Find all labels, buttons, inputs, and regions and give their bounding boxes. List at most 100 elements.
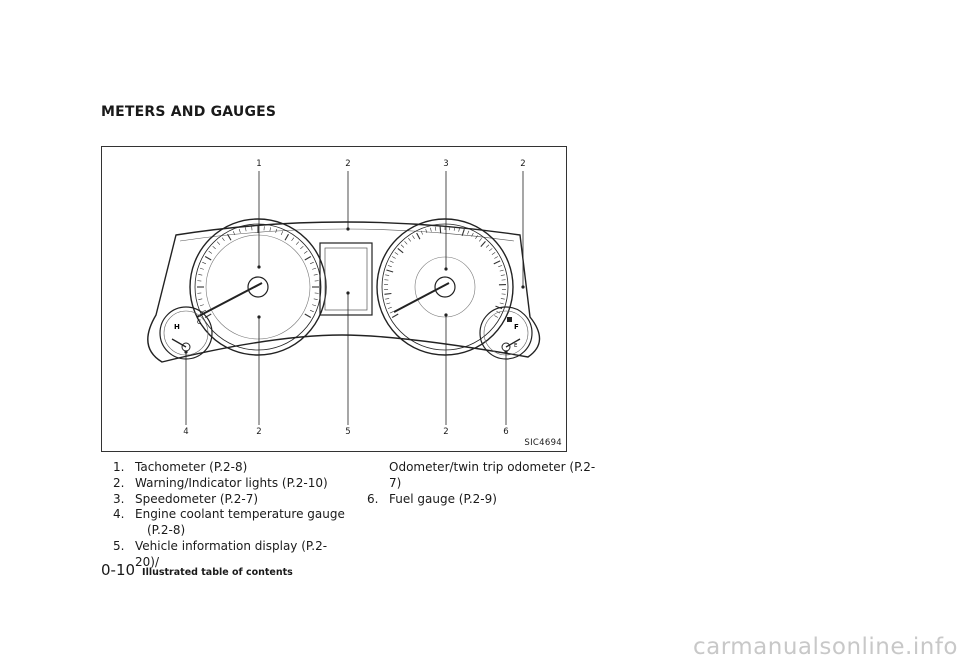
watermark: carmanualsonline.info: [692, 634, 958, 660]
list-item: 4.Engine coolant temperature gauge(P.2-8…: [113, 507, 345, 538]
tachometer-gauge: [189, 218, 327, 356]
gauge-tick: [491, 252, 496, 255]
gauge-tick: [385, 298, 390, 300]
fuel-empty-label: E: [514, 343, 518, 349]
figure-code: SIC4694: [524, 438, 562, 448]
gauge-tick: [386, 302, 391, 305]
gauge-tick: [304, 256, 312, 261]
gauge-tick: [397, 247, 404, 254]
gauge-tick: [303, 250, 308, 254]
gauge-tick: [384, 292, 392, 295]
gauge-tick: [495, 305, 503, 310]
gauge-tick: [300, 245, 304, 250]
gauge-tick: [471, 232, 474, 237]
gauge-tick: [439, 226, 442, 234]
gauge-tick: [494, 256, 498, 259]
callout-leader-lines: [185, 171, 524, 425]
fuel-full-label: F: [514, 323, 519, 331]
legend-list-right: Odometer/twin trip odometer (P.2-7) 6.Fu…: [360, 460, 600, 507]
gauge-tick: [204, 256, 212, 261]
gauge-tick: [227, 233, 232, 241]
section-heading: METERS AND GAUGES: [101, 104, 277, 120]
gauge-tick: [494, 315, 498, 318]
gauge-tick: [284, 233, 289, 241]
gauge-tick: [458, 227, 460, 232]
callout-top-3: 3: [443, 159, 449, 169]
gauge-tick: [500, 298, 505, 300]
gauge-tick: [434, 226, 437, 231]
gauge-tick: [461, 228, 465, 236]
callout-top-1: 1: [256, 159, 262, 169]
gauge-tick: [313, 298, 318, 300]
gauge-tick: [202, 261, 207, 265]
gauge-tick: [280, 231, 284, 236]
callout-bottom-4: 2: [443, 427, 449, 437]
callout-dots: [184, 227, 525, 354]
gauge-tick: [269, 227, 271, 232]
gauge-tick: [488, 248, 493, 252]
gauge-tick: [313, 274, 318, 276]
gauge-tick: [499, 302, 504, 305]
gauge-tick: [498, 265, 503, 268]
fuel-pump-icon: [507, 317, 512, 322]
gauge-tick: [425, 229, 428, 234]
gauge-tick: [245, 227, 247, 232]
list-item-continuation: Odometer/twin trip odometer (P.2-7): [389, 460, 596, 490]
gauge-tick: [232, 231, 236, 236]
gauge-tick: [420, 230, 423, 235]
callout-top-4: 2: [520, 159, 526, 169]
callout-bottom-1: 4: [183, 427, 189, 437]
gauge-tick: [199, 304, 204, 307]
gauge-tick: [480, 240, 486, 247]
callout-bottom-3: 5: [345, 427, 351, 437]
callout-bottom-5: 6: [503, 427, 509, 437]
gauge-tick: [309, 261, 314, 265]
gauge-tick: [493, 260, 501, 265]
temp-hot-label: H: [174, 323, 180, 331]
gauge-tick: [238, 228, 241, 233]
gauge-tick: [389, 260, 394, 263]
gauge-tick: [416, 232, 421, 240]
page-footer: 0-10 Illustrated table of contents: [101, 561, 293, 579]
gauge-tick: [312, 267, 317, 270]
gauge-tick: [202, 309, 207, 313]
list-item: 1.Tachometer (P.2-8): [113, 460, 248, 474]
gauge-tick: [291, 237, 295, 242]
gauge-tick: [386, 269, 394, 273]
gauge-tick: [216, 241, 221, 245]
gauge-tick: [485, 244, 490, 248]
gauge-tick: [208, 250, 213, 254]
gauge-tick: [312, 304, 317, 307]
gauge-tick: [412, 235, 415, 239]
section-name: Illustrated table of contents: [142, 567, 293, 578]
temp-cold-label: C: [197, 319, 201, 326]
gauge-tick: [198, 274, 203, 276]
gauge-tick: [212, 245, 216, 250]
gauge-tick: [387, 265, 392, 268]
gauge-tick: [404, 241, 408, 245]
speedometer-gauge: [376, 218, 514, 356]
gauge-tick: [199, 267, 204, 270]
gauge-tick: [295, 241, 300, 245]
gauge-tick: [275, 228, 278, 233]
instrument-cluster-figure: H C F E: [101, 146, 567, 452]
list-item: 6.Fuel gauge (P.2-9): [367, 491, 497, 506]
list-item: 5.Vehicle information display (P.2-20)/: [113, 538, 328, 569]
gauge-tick: [221, 237, 225, 242]
gauge-tick: [394, 252, 399, 255]
gauge-tick: [499, 269, 504, 272]
gauge-tick: [389, 311, 394, 314]
gauge-tick: [400, 244, 405, 248]
legend-list-left: 1.Tachometer (P.2-8) 2.Warning/Indicator…: [106, 460, 351, 571]
cluster-housing: [147, 221, 541, 363]
gauge-tick: [304, 313, 312, 318]
callout-top-2: 2: [345, 159, 351, 169]
vehicle-information-display: [319, 242, 373, 316]
instrument-cluster-illustration: H C F E: [147, 171, 541, 425]
gauge-tick: [392, 256, 396, 259]
callout-bottom-2: 2: [256, 427, 262, 437]
gauge-tick: [309, 309, 314, 313]
gauge-tick: [467, 230, 470, 235]
list-item: 3.Speedometer (P.2-7): [113, 491, 259, 506]
gauge-tick: [198, 298, 203, 300]
